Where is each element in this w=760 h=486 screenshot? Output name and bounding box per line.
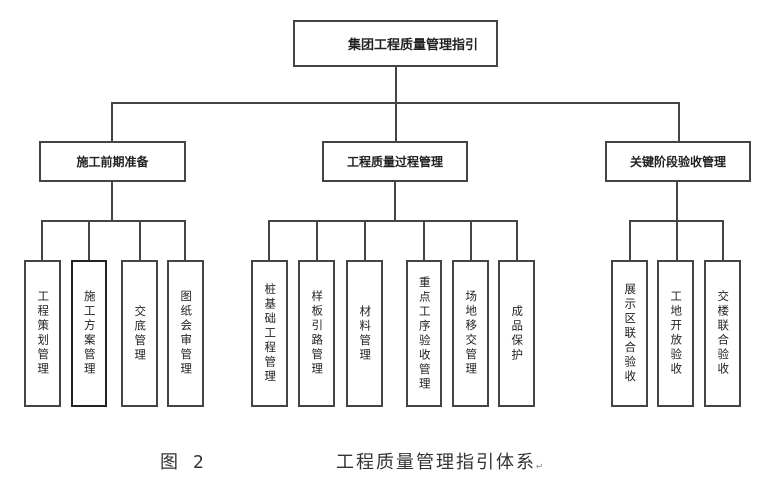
group-node-process: 工程质量过程管理 [322,141,468,182]
connector-leaf [722,220,724,261]
leaf-node: 场地移交管理 [452,260,489,407]
connector-leaf [516,220,518,261]
figure-caption-title: 工程质量管理指引体系 [336,452,536,473]
leaf-node: 图纸会审管理 [167,260,204,407]
group-node-preparation: 施工前期准备 [39,141,186,182]
root-node: 集团工程质量管理指引 [293,20,498,67]
connector-leaf [41,220,43,261]
group-node-label: 关键阶段验收管理 [629,155,726,169]
connector-to-group-3 [678,102,680,142]
leaf-node: 交底管理 [121,260,158,407]
leaf-node: 重点工序验收管理 [406,260,442,407]
connector-group-1-bus [41,220,186,222]
leaf-node-label: 图纸会审管理 [179,290,194,377]
paragraph-mark-icon: ↵ [536,460,545,471]
leaf-node: 交楼联合验收 [704,260,741,407]
connector-leaf [268,220,270,261]
leaf-node: 工程策划管理 [24,260,61,407]
group-node-label: 工程质量过程管理 [346,155,443,169]
leaf-node: 样板引路管理 [298,260,335,407]
leaf-node-label: 展示区联合验收 [623,282,638,385]
connector-leaf [139,220,141,261]
leaf-node-label: 工地开放验收 [669,290,684,377]
leaf-node: 展示区联合验收 [611,260,648,407]
leaf-node: 成品保护 [498,260,535,407]
leaf-node-label: 材料管理 [358,304,373,363]
connector-group-2-down [394,181,396,221]
figure-caption: 工程质量管理指引体系↵ [336,448,544,474]
leaf-node: 材料管理 [346,260,383,407]
leaf-node-label: 样板引路管理 [310,290,325,377]
connector-leaf [364,220,366,261]
leaf-node: 施工方案管理 [71,260,107,407]
leaf-node-label: 施工方案管理 [82,290,97,377]
connector-root-down [395,66,397,104]
connector-group-1-down [111,181,113,221]
connector-leaf [184,220,186,261]
leaf-node-label: 交楼联合验收 [716,290,731,377]
group-node-label: 施工前期准备 [76,155,149,169]
connector-leaf [676,220,678,261]
leaf-node: 桩基础工程管理 [251,260,288,407]
leaf-node-label: 成品保护 [510,304,525,363]
leaf-node: 工地开放验收 [657,260,694,407]
connector-leaf [316,220,318,261]
leaf-node-label: 工程策划管理 [36,290,51,377]
connector-leaf [629,220,631,261]
connector-leaf [88,220,90,261]
connector-group-2-bus [268,220,518,222]
leaf-node-label: 场地移交管理 [464,290,479,377]
root-node-label: 集团工程质量管理指引 [347,38,478,53]
connector-to-group-1 [111,102,113,142]
figure-number: 图 2 [160,452,206,473]
group-node-acceptance: 关键阶段验收管理 [605,141,751,182]
connector-leaf [423,220,425,261]
leaf-node-label: 重点工序验收管理 [417,275,432,392]
leaf-node-label: 桩基础工程管理 [263,282,278,385]
leaf-node-label: 交底管理 [133,304,148,363]
connector-to-group-2 [395,102,397,142]
connector-leaf [470,220,472,261]
connector-group-3-down [676,181,678,221]
